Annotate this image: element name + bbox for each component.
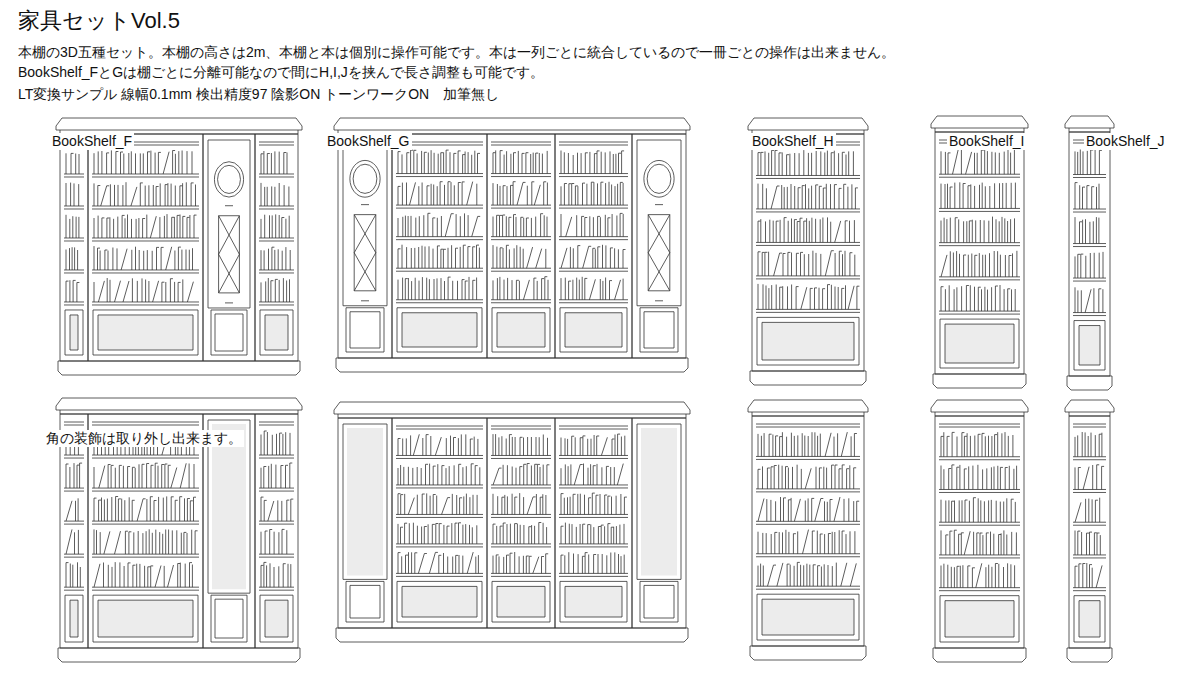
shelf-name: BookShelf_G — [325, 133, 412, 150]
note-text: 角の装飾は取り外し出来ます。 — [44, 430, 244, 447]
description-line: 本棚の3D五種セット。本棚の高さは2m、本棚と本は個別に操作可能です。本は一列ご… — [18, 44, 895, 61]
shelf-name: BookShelf_I — [947, 133, 1027, 150]
shelf-name: BookShelf_F — [50, 133, 134, 150]
shelf-name: BookShelf_J — [1084, 133, 1167, 150]
page-title: 家具セットVol.5 — [18, 8, 180, 34]
shelf-lines — [56, 116, 1114, 662]
shelf-name: BookShelf_H — [750, 133, 836, 150]
description-line: BookShelf_FとGは棚ごとに分離可能なので間にH,I,Jを挟んで長さ調整… — [18, 64, 544, 81]
description-line: LT変換サンプル 線幅0.1mm 検出精度97 陰影ON トーンワークON 加筆… — [18, 86, 499, 103]
